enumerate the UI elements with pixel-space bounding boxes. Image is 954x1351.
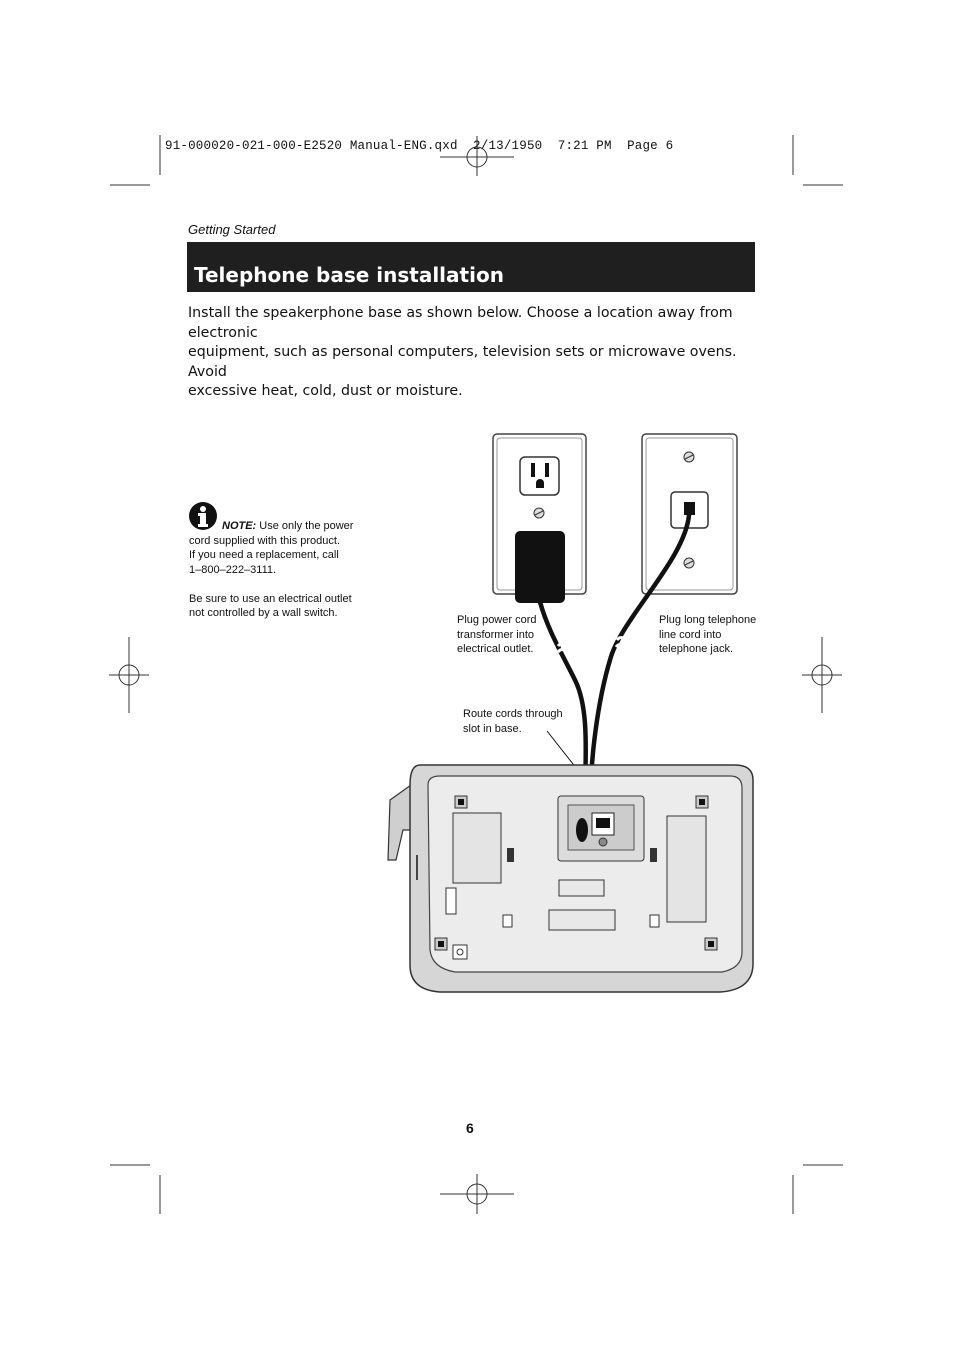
callout-line: transformer into [457, 628, 535, 641]
cord-breaks [556, 636, 627, 654]
section-header: Getting Started [188, 222, 276, 237]
note-line: cord supplied with this product. [189, 534, 341, 547]
print-slug-line: 91-000020-021-000-E2520 Manual-ENG.qxd 2… [165, 139, 674, 153]
electrical-outlet [492, 433, 587, 603]
callout-route: Route cords through slot in base. [463, 707, 563, 736]
note-line: 1–800–222–3111. [189, 563, 277, 576]
callout-line: Route cords through [463, 708, 563, 720]
note-label: NOTE: [222, 520, 257, 532]
callout-line: Plug power cord [457, 614, 537, 626]
intro-line: equipment, such as personal computers, t… [188, 344, 737, 380]
registration-marks [109, 136, 842, 1214]
info-icon [189, 502, 217, 530]
intro-line: Install the speakerphone base as shown b… [188, 305, 733, 341]
crop-marks [110, 135, 843, 1214]
intro-paragraph: Install the speakerphone base as shown b… [188, 304, 763, 402]
note-line: If you need a replacement, call [189, 549, 339, 561]
title-banner: Telephone base installation [187, 242, 755, 292]
callout-line: line cord into [659, 628, 722, 641]
note-block: NOTE: Use only the power cord supplied w… [189, 502, 359, 621]
callout-line: electrical outlet. [457, 643, 534, 655]
page-title: Telephone base installation [194, 263, 504, 287]
note-line: Be sure to use an electrical outlet [189, 592, 352, 605]
callout-line: slot in base. [463, 722, 522, 735]
telephone-base [387, 764, 754, 993]
intro-line: excessive heat, cold, dust or moisture. [188, 383, 463, 399]
callout-line: telephone jack. [659, 643, 733, 655]
callout-line: Plug long telephone [659, 614, 757, 626]
page-number: 6 [466, 1120, 474, 1136]
note-line: Use only the power [259, 520, 354, 532]
note-line: not controlled by a wall switch. [189, 607, 338, 619]
callout-phone: Plug long telephone line cord into telep… [659, 613, 756, 657]
callout-power: Plug power cord transformer into electri… [457, 613, 537, 657]
